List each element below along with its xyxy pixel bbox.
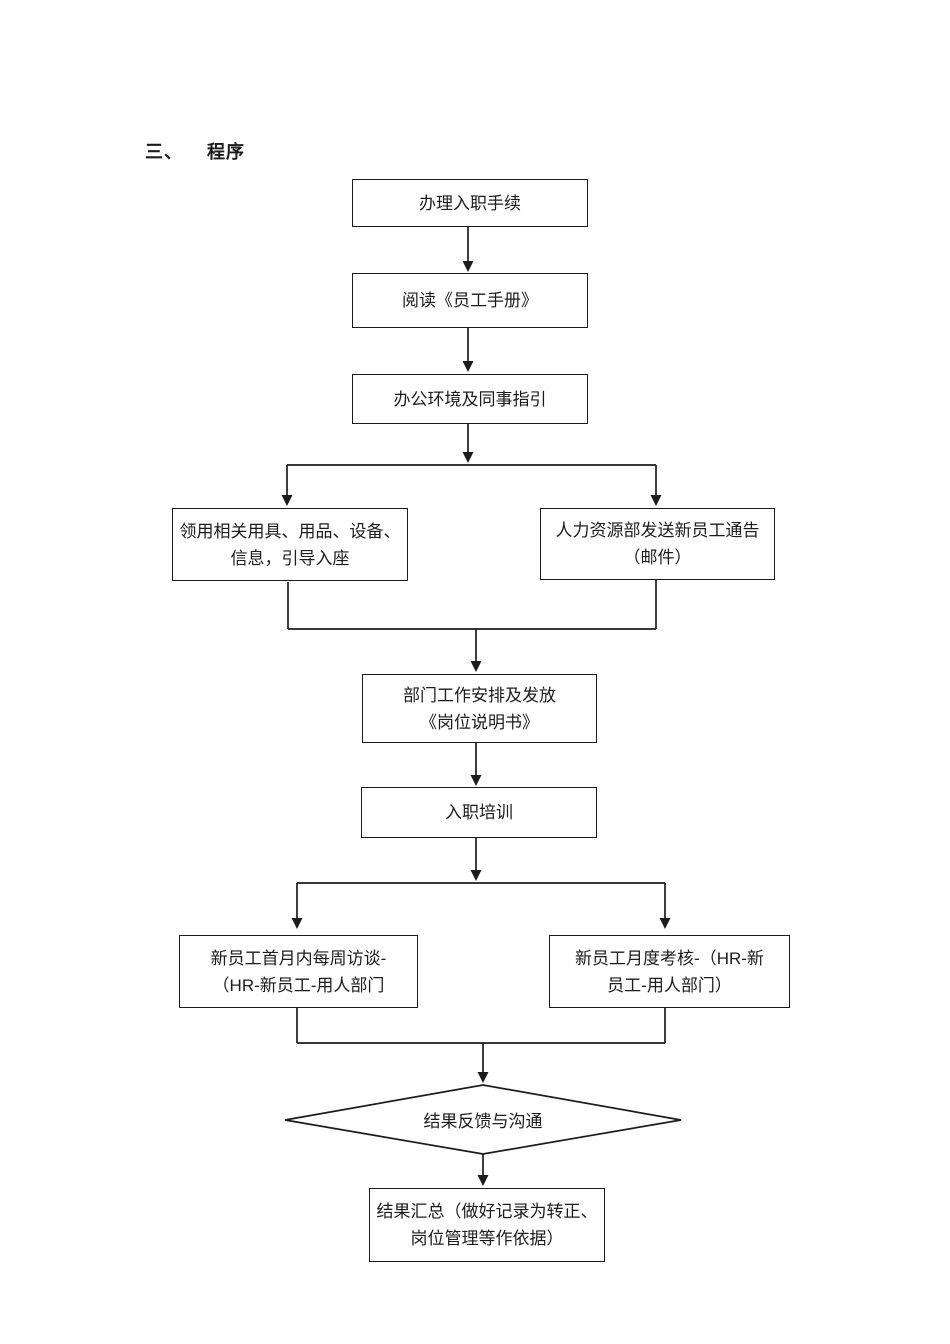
connector-split-2	[291, 838, 671, 929]
node-label-line1: 新员工首月内每周访谈-	[210, 948, 387, 968]
decision-diamond-shape	[284, 1084, 682, 1155]
node-label: 阅读《员工手册》	[402, 291, 538, 310]
node-label-line1: 结果汇总（做好记录为转正、	[376, 1202, 598, 1221]
flow-node-summary: 结果汇总（做好记录为转正、 岗位管理等作依据）	[369, 1188, 605, 1262]
node-label: 办公环境及同事指引	[393, 389, 547, 409]
section-number: 三、	[145, 142, 183, 162]
flow-node-feedback: 结果反馈与沟通	[285, 1085, 681, 1154]
node-label: 结果反馈与沟通	[423, 1112, 543, 1131]
connector-start-handbook	[462, 227, 474, 272]
node-label-line2: 信息，引导入座	[230, 548, 350, 568]
section-title: 程序	[207, 142, 245, 162]
flow-node-dept-arrange: 部门工作安排及发放 《岗位说明书》	[362, 674, 597, 743]
flow-node-monthly-assess: 新员工月度考核-（HR-新 员工-用人部门）	[549, 935, 790, 1008]
flow-node-weekly-interview: 新员工首月内每周访谈- （HR-新员工-用人部门	[179, 935, 418, 1008]
flow-node-hr-notice: 人力资源部发送新员工通告 （邮件）	[540, 508, 775, 580]
node-label-line1: 人力资源部发送新员工通告	[555, 521, 760, 540]
node-label: 办理入职手续	[419, 193, 521, 213]
connector-feedback-summary	[477, 1154, 489, 1186]
flow-node-start: 办理入职手续	[352, 179, 588, 227]
flow-node-training: 入职培训	[361, 787, 597, 838]
connector-merge-2	[296, 1008, 666, 1083]
connector-merge-1	[287, 580, 657, 672]
flow-node-handbook: 阅读《员工手册》	[352, 273, 588, 328]
node-label-line2: 《岗位说明书》	[420, 712, 539, 732]
flow-node-supplies: 领用相关用具、用品、设备、 信息，引导入座	[172, 508, 408, 581]
node-label-line2: （HR-新员工-用人部门	[212, 975, 385, 995]
node-label-line2: 员工-用人部门）	[607, 975, 732, 995]
flow-node-office-guide: 办公环境及同事指引	[352, 374, 588, 424]
node-label-line2: （邮件）	[623, 548, 692, 567]
node-label-line1: 新员工月度考核-（HR-新	[575, 948, 764, 968]
node-label-line1: 领用相关用具、用品、设备、	[179, 521, 401, 541]
node-label: 入职培训	[445, 803, 513, 822]
connector-handbook-office	[462, 328, 474, 372]
section-heading: 三、 程序	[145, 138, 245, 164]
node-label-line1: 部门工作安排及发放	[403, 685, 556, 705]
node-label-line2: 岗位管理等作依据）	[410, 1229, 564, 1248]
connector-split-1	[281, 424, 662, 506]
connector-dept-training	[470, 743, 482, 786]
